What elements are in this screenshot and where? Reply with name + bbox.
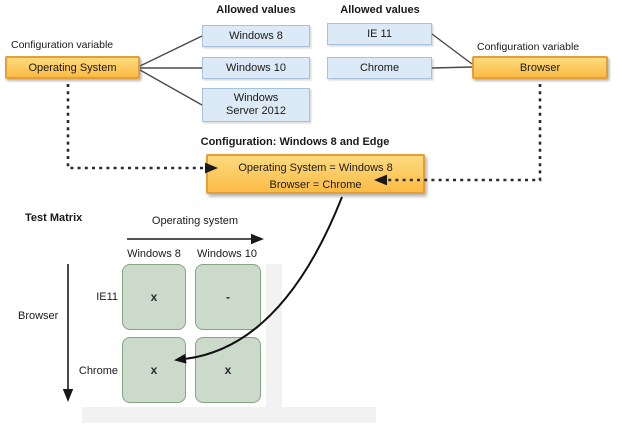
browser-allowed-header: Allowed values (340, 4, 420, 16)
y-axis-label: Browser (18, 310, 59, 322)
row-header-ie11: IE11 (96, 291, 118, 303)
x-axis-label: Operating system (151, 215, 239, 227)
browser-allowed-chrome-box: Chrome (327, 57, 432, 79)
column-header-windows8: Windows 8 (127, 248, 181, 260)
configuration-assignment-browser: Browser = Chrome (269, 179, 362, 191)
os-to-windows8-line (139, 35, 203, 67)
matrix-cell-ie11-windows8: x (122, 264, 186, 330)
ie11-to-browser-line (431, 33, 473, 65)
test-matrix-title: Test Matrix (25, 212, 83, 224)
matrix-shadow-bottom (82, 407, 376, 423)
y-axis-arrowhead-icon (62, 389, 74, 402)
os-allowed-winserver-box: Windows Server 2012 (202, 88, 310, 122)
configuration-box: Operating System = Windows 8 Browser = C… (206, 154, 425, 194)
configuration-assignment-os: Operating System = Windows 8 (238, 162, 393, 174)
matrix-cell-chrome-windows10: x (195, 337, 261, 403)
configuration-header: Configuration: Windows 8 and Edge (200, 136, 390, 148)
chrome-to-browser-line (431, 66, 473, 69)
os-to-winserver-line (139, 69, 203, 106)
os-allowed-windows8-box: Windows 8 (202, 25, 310, 47)
os-to-config-dotted-arrow (66, 84, 204, 170)
row-header-chrome: Chrome (78, 365, 118, 377)
os-variable-box: Operating System (5, 56, 140, 79)
os-variable-caption: Configuration variable (11, 39, 114, 51)
matrix-cell-chrome-windows8: x (122, 337, 186, 403)
os-allowed-header: Allowed values (216, 4, 296, 16)
os-allowed-windows10-box: Windows 10 (202, 57, 310, 79)
column-header-windows10: Windows 10 (197, 248, 257, 260)
browser-variable-box: Browser (472, 56, 608, 79)
x-axis-arrowhead-icon (251, 233, 264, 245)
matrix-cell-ie11-windows10: - (195, 264, 261, 330)
matrix-shadow-right (266, 264, 282, 408)
browser-allowed-ie11-box: IE 11 (327, 23, 432, 45)
browser-variable-caption: Configuration variable (477, 41, 580, 53)
